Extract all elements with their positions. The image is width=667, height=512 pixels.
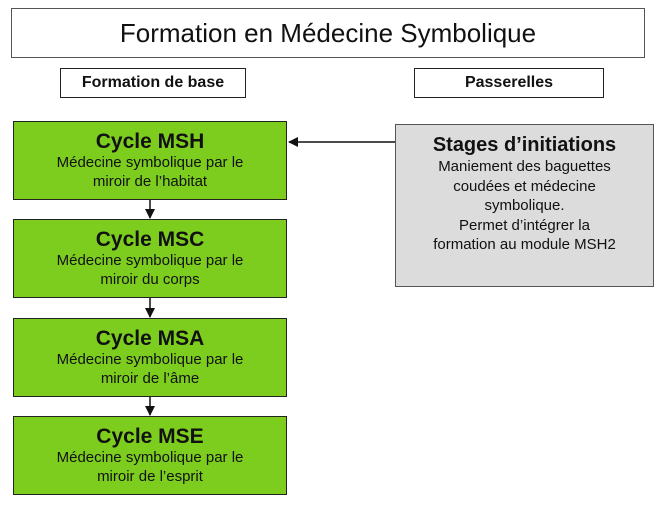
stage-description-line: formation au module MSH2 (433, 236, 616, 253)
cycle-msa-box: Cycle MSA Médecine symbolique par le mir… (13, 318, 287, 397)
cycle-description-line: miroir de l’habitat (92, 173, 208, 190)
cycle-description-line: miroir de l’âme (100, 370, 200, 387)
cycle-mse-box: Cycle MSE Médecine symbolique par le mir… (13, 416, 287, 495)
cycle-description-line: Médecine symbolique par le (56, 154, 244, 171)
column-header-passerelles: Passerelles (414, 68, 604, 98)
stage-description-line: coudées et médecine (453, 177, 596, 195)
cycle-msc-box: Cycle MSC Médecine symbolique par le mir… (13, 219, 287, 298)
stage-description-line: Maniement des baguettes (438, 158, 611, 175)
cycle-description-line: miroir du corps (100, 271, 200, 288)
cycle-description-line: Médecine symbolique par le (56, 252, 244, 269)
cycle-msh-box: Cycle MSH Médecine symbolique par le mir… (13, 121, 287, 200)
cycle-name: Cycle MSE (96, 425, 204, 448)
diagram-title: Formation en Médecine Symbolique (11, 8, 645, 58)
stage-description-line: symbolique. (484, 197, 565, 214)
cycle-description-line: miroir de l’esprit (97, 468, 203, 485)
column-header-base-label: Formation de base (81, 74, 225, 91)
stage-description-line: Permet d’intégrer la (459, 216, 590, 234)
column-header-passerelles-label: Passerelles (464, 74, 554, 91)
stage-name: Stages d’initiations (432, 134, 617, 156)
cycle-description-line: Médecine symbolique par le (56, 351, 244, 368)
diagram-title-text: Formation en Médecine Symbolique (119, 17, 537, 48)
cycle-name: Cycle MSH (95, 130, 205, 153)
stage-initiation-box: Stages d’initiations Maniement des bague… (395, 124, 654, 287)
cycle-name: Cycle MSA (95, 327, 205, 350)
cycle-name: Cycle MSC (95, 228, 205, 251)
column-header-base: Formation de base (60, 68, 246, 98)
cycle-description-line: Médecine symbolique par le (56, 449, 244, 466)
